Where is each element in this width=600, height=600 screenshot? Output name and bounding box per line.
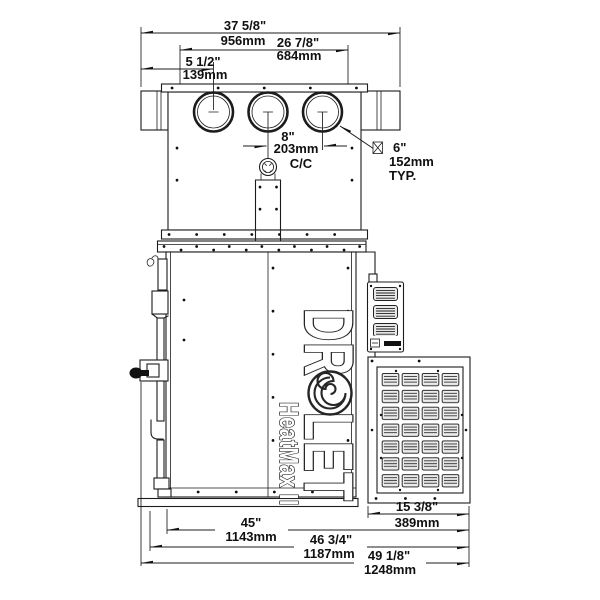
return-air-grille — [367, 356, 471, 504]
model-label: HeatMax II — [274, 402, 303, 506]
dim-text: 49 1/8" — [368, 548, 410, 563]
dimension-collar-size: 6" 152mm TYP. — [339, 125, 434, 183]
dim-text: 1248mm — [364, 562, 416, 577]
control-box-vents — [373, 287, 398, 336]
dimension-base-width: 46 3/4" 1187mm — [149, 511, 469, 561]
dim-text: 46 3/4" — [310, 532, 352, 547]
logo-part-1: DR — [290, 308, 366, 376]
dim-text: 684mm — [277, 48, 322, 63]
plenum-assembly — [140, 83, 401, 242]
brand-logo: DR LET HeatMax II — [274, 307, 367, 507]
right-duct-stub — [360, 90, 401, 131]
dim-text: 203mm — [274, 141, 319, 156]
dim-text: 15 3/8" — [396, 499, 438, 514]
main-cabinet: DR LET HeatMax II — [129, 240, 376, 508]
dimension-grille-width: 15 3/8" 389mm — [367, 499, 470, 567]
latch-knob — [129, 367, 143, 379]
flue-chase — [254, 179, 282, 242]
dim-note: C/C — [290, 156, 313, 171]
dim-note: TYP. — [389, 168, 416, 183]
base-rail — [137, 497, 359, 508]
dim-text: 26 7/8" — [277, 35, 319, 50]
rating-label — [384, 341, 401, 346]
flue-collar — [258, 157, 278, 180]
square-duct-symbol — [372, 141, 383, 154]
supply-collars — [192, 91, 344, 133]
dimension-plenum-width: 26 7/8" 684mm — [179, 35, 349, 84]
dimension-overall-top: 37 5/8" 956mm — [140, 18, 401, 87]
dimension-collar-offset: 5 1/2" 139mm — [141, 54, 227, 110]
dim-text: 1187mm — [303, 546, 354, 561]
dim-text: 5 1/2" — [185, 54, 220, 69]
dim-text: 152mm — [389, 154, 434, 169]
dim-text: 37 5/8" — [224, 18, 266, 33]
dim-text: 956mm — [221, 33, 266, 48]
dimension-overall-width: 49 1/8" 1248mm — [140, 382, 469, 577]
dim-text: 389mm — [395, 515, 440, 530]
dimension-cabinet-width: 45" 1143mm — [166, 509, 469, 544]
dim-text: 45" — [241, 515, 262, 530]
dim-text: 6" — [393, 140, 406, 155]
logo-part-2: LET — [290, 412, 366, 502]
grille-louvers — [381, 371, 461, 490]
latch-shaft — [141, 370, 149, 376]
door-latch — [129, 255, 172, 498]
dim-text: 8" — [281, 129, 294, 144]
flame-o-icon — [307, 370, 353, 416]
dim-text: 1143mm — [225, 529, 276, 544]
conduit-stub — [368, 273, 378, 283]
dimension-collar-spacing: 8" 203mm C/C — [208, 111, 347, 171]
control-box — [366, 273, 405, 353]
left-duct-stub — [140, 90, 169, 131]
plenum-bottom-flange — [160, 229, 369, 240]
dim-text: 139mm — [183, 67, 228, 82]
